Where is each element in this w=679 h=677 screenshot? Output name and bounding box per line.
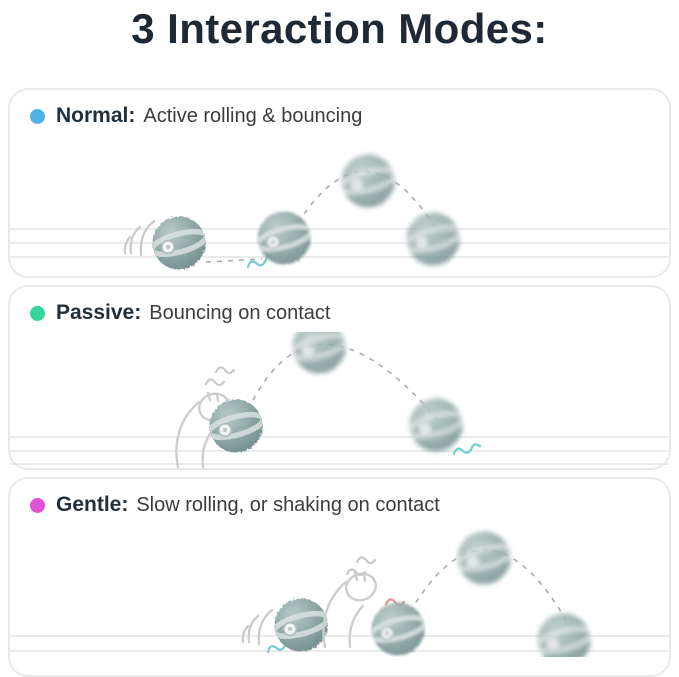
toy-ball xyxy=(150,217,209,270)
vibration-squiggle xyxy=(451,442,482,457)
toy-ball-bouncing xyxy=(455,532,514,585)
toy-ball-landing xyxy=(535,614,594,658)
toy-ball-bouncing xyxy=(339,155,398,208)
gentle-mode-illustration xyxy=(10,524,669,657)
page-title: 3 Interaction Modes: xyxy=(131,5,548,52)
panel-normal-mode: Normal: Active rolling & bouncing xyxy=(8,88,671,278)
panel-header: Gentle: Slow rolling, or shaking on cont… xyxy=(10,479,669,517)
paw-motion-squiggle xyxy=(214,366,236,375)
panel-header: Normal: Active rolling & bouncing xyxy=(10,90,669,128)
mode-bullet-passive xyxy=(30,305,45,321)
motion-flick-marks xyxy=(241,608,274,646)
rolling-trajectory-path xyxy=(205,258,263,263)
mode-description: Active rolling & bouncing xyxy=(143,104,363,127)
toy-ball xyxy=(207,400,266,453)
interaction-modes-infographic: 3 Interaction Modes: Normal: Active roll… xyxy=(8,5,671,677)
toy-ball-shaking xyxy=(369,603,428,656)
panel-passive-mode: Passive: Bouncing on contact xyxy=(8,285,671,470)
toy-ball-bouncing xyxy=(290,332,349,374)
paw-motion-squiggle xyxy=(355,556,377,565)
mode-label: Passive: xyxy=(56,301,142,324)
mode-bullet-normal xyxy=(30,108,45,124)
toy-ball xyxy=(272,599,331,652)
mode-bullet-gentle xyxy=(30,497,45,513)
panel-gentle-mode: Gentle: Slow rolling, or shaking on cont… xyxy=(8,477,671,677)
normal-mode-illustration xyxy=(10,137,669,278)
mode-label: Gentle: xyxy=(56,493,129,516)
mode-description: Bouncing on contact xyxy=(149,301,331,324)
passive-mode-illustration xyxy=(10,332,669,469)
panel-header: Passive: Bouncing on contact xyxy=(10,287,669,325)
mode-label: Normal: xyxy=(56,104,136,127)
paw-motion-squiggle xyxy=(204,378,226,387)
toy-ball-landing xyxy=(407,399,466,452)
mode-description: Slow rolling, or shaking on contact xyxy=(136,493,440,516)
bounce-trajectory-path xyxy=(247,343,439,421)
motion-flick-marks xyxy=(123,219,156,257)
